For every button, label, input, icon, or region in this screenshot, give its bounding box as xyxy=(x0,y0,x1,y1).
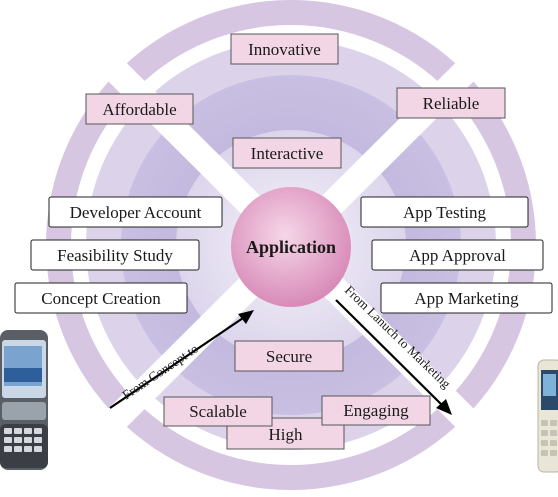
step-feasibility-study-text: Feasibility Study xyxy=(57,246,173,265)
step-feasibility-study: Feasibility Study xyxy=(30,239,200,271)
step-app-marketing-text: App Marketing xyxy=(414,289,519,308)
step-developer-account-text: Developer Account xyxy=(70,203,202,222)
label-secure-text: Secure xyxy=(266,347,312,366)
center-label: Application xyxy=(246,237,336,257)
label-interactive: Interactive xyxy=(232,137,342,169)
label-reliable: Reliable xyxy=(396,87,506,119)
label-scalable: Scalable xyxy=(163,396,273,427)
step-app-approval-text: App Approval xyxy=(409,246,506,265)
step-concept-creation-text: Concept Creation xyxy=(41,289,161,308)
label-engaging-text: Engaging xyxy=(343,401,409,420)
label-affordable-text: Affordable xyxy=(102,100,176,119)
step-developer-account: Developer Account xyxy=(48,196,223,228)
label-engaging: Engaging xyxy=(321,395,431,426)
label-reliable-text: Reliable xyxy=(423,94,480,113)
label-interactive-text: Interactive xyxy=(251,144,324,163)
smartphone-icon xyxy=(0,330,48,470)
mobile-phone-icon xyxy=(537,359,558,473)
label-affordable: Affordable xyxy=(85,93,194,125)
step-concept-creation: Concept Creation xyxy=(14,282,188,314)
label-high-text: High xyxy=(269,425,304,444)
arrow-concept xyxy=(109,310,254,409)
step-app-testing: App Testing xyxy=(360,196,529,228)
step-app-marketing: App Marketing xyxy=(380,282,553,314)
label-scalable-text: Scalable xyxy=(189,402,247,421)
center-circle xyxy=(231,187,351,307)
label-innovative-text: Innovative xyxy=(248,40,321,59)
step-app-testing-text: App Testing xyxy=(403,203,487,222)
label-secure: Secure xyxy=(234,340,344,372)
label-innovative: Innovative xyxy=(230,33,339,65)
step-app-approval: App Approval xyxy=(371,239,544,271)
arrow-launch xyxy=(335,299,452,415)
